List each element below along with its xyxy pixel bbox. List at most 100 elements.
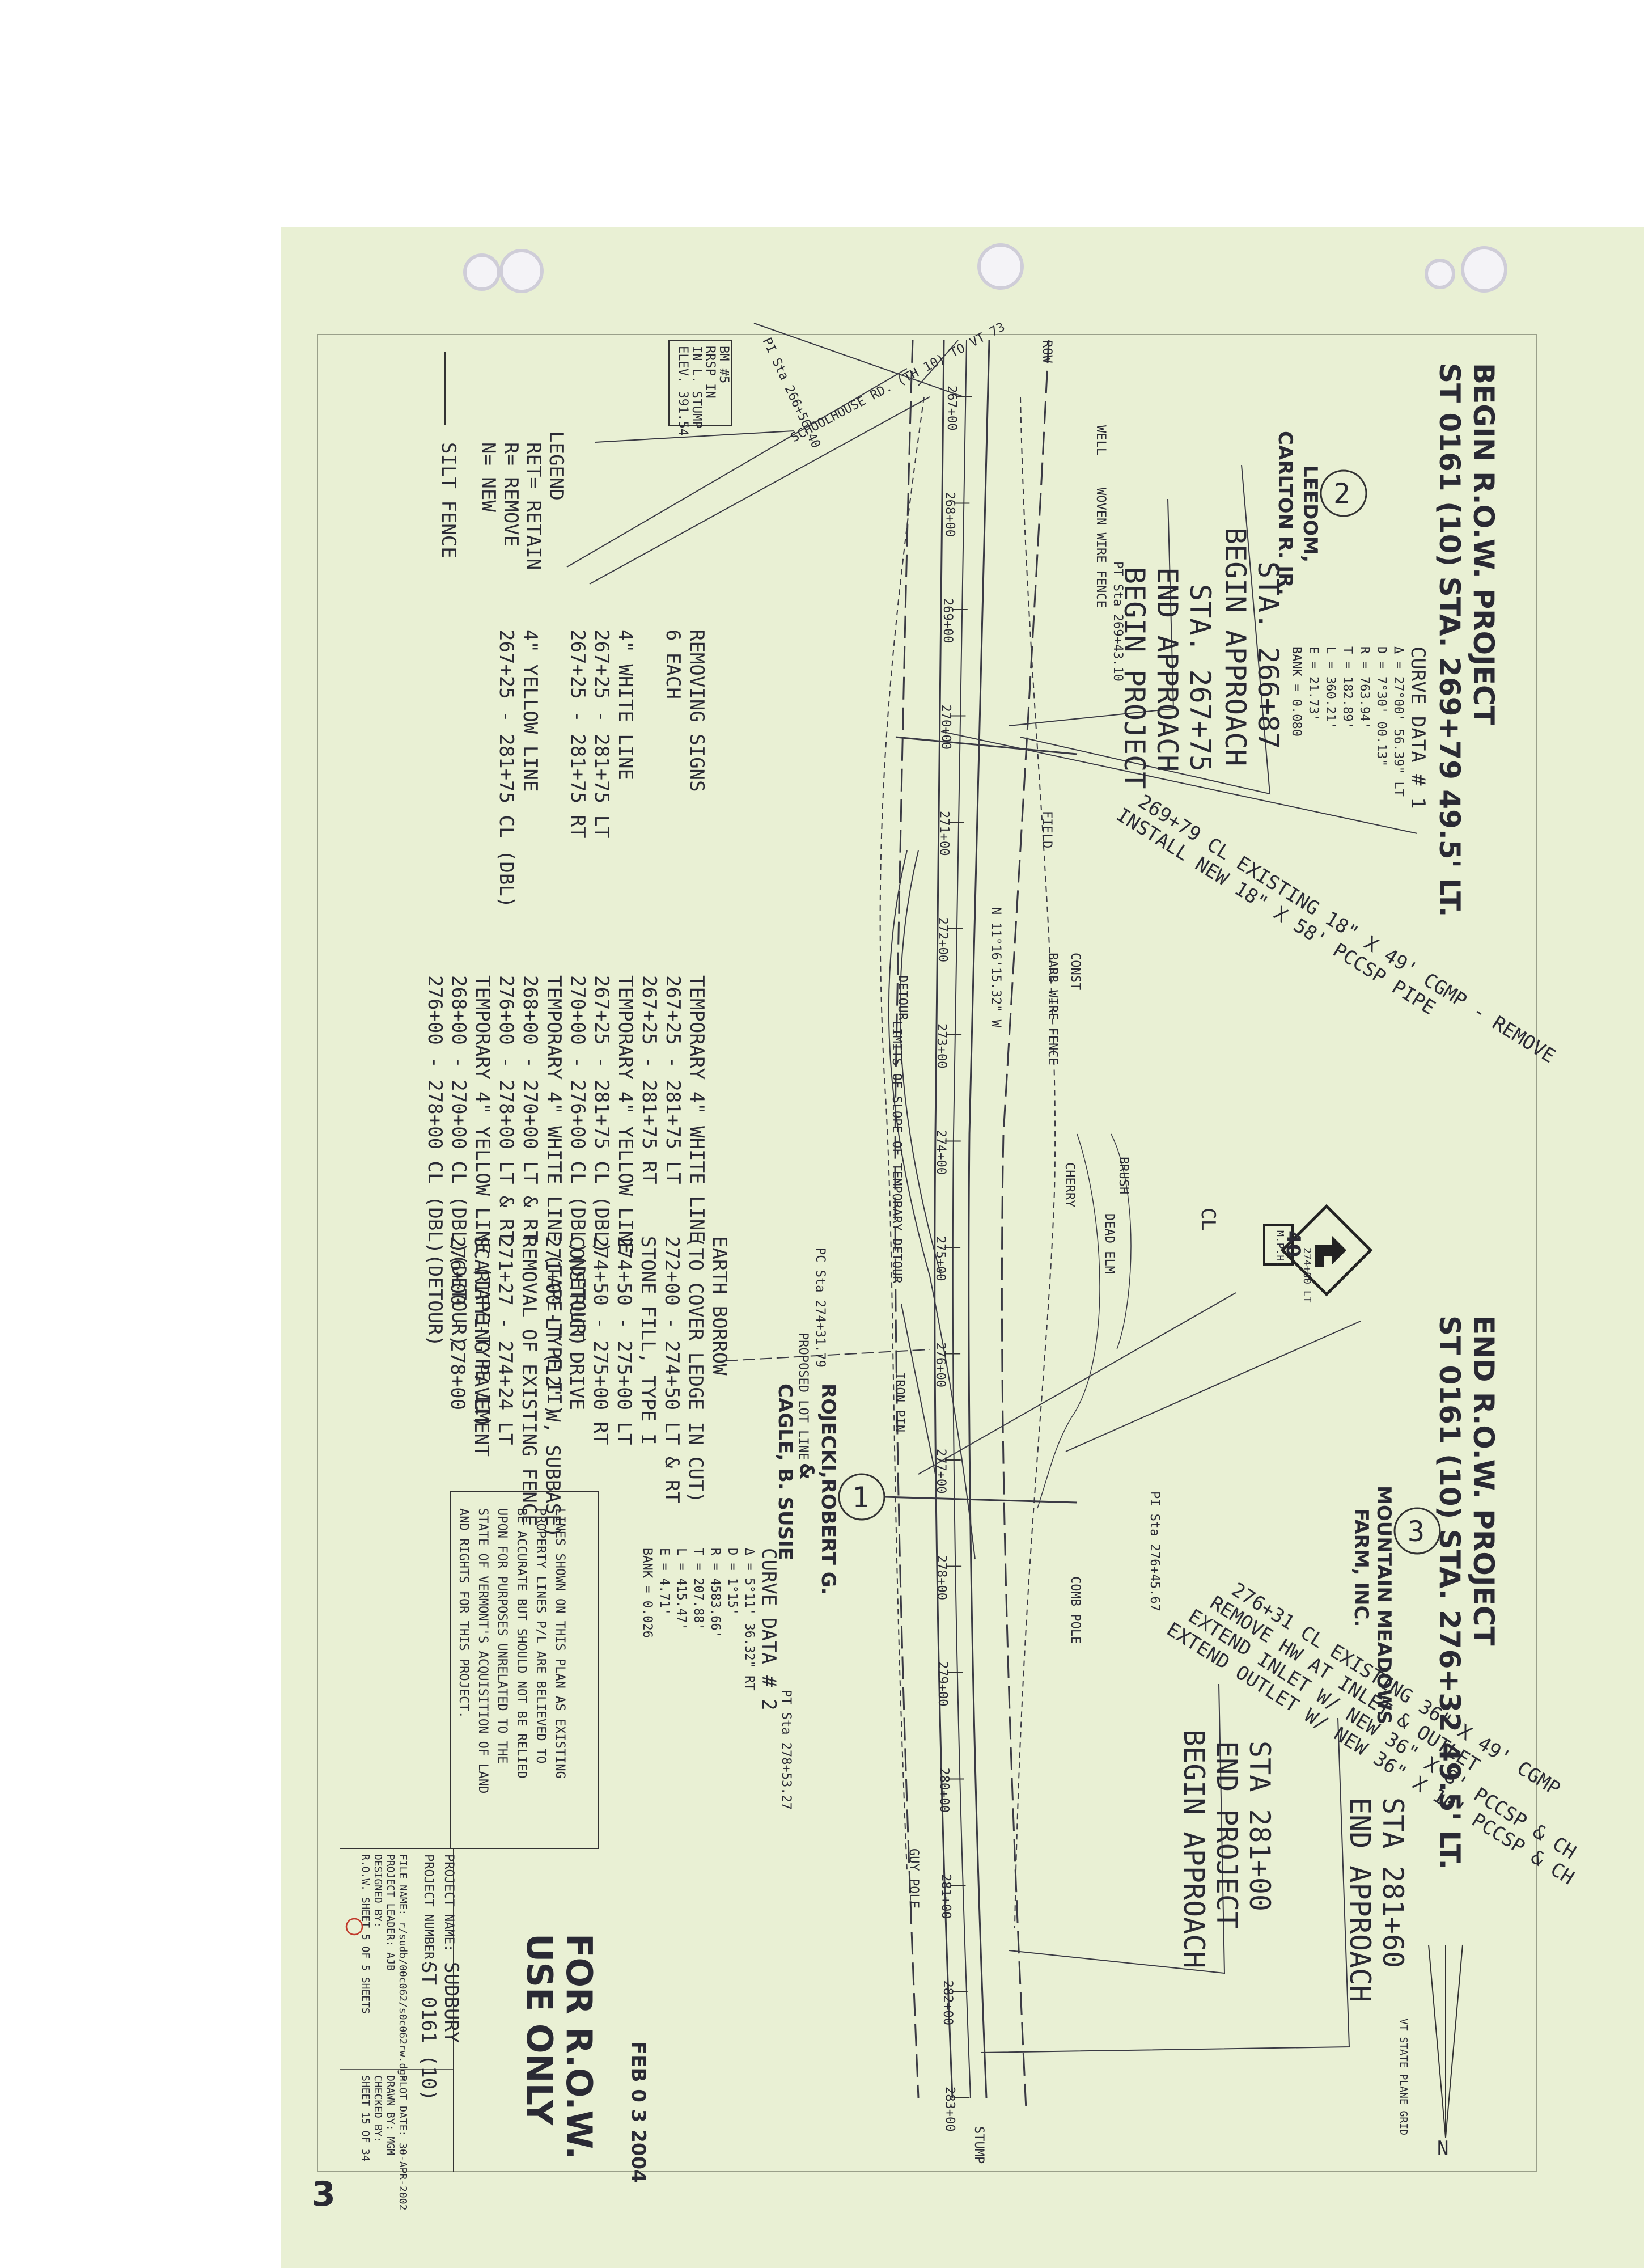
curve-1-line-3: T = 182.89' (1340, 646, 1354, 729)
station-tick-label: 277+00 (934, 1449, 948, 1493)
legend-silt-fence: SILT FENCE (437, 442, 460, 558)
end-row-title: END R.O.W. PROJECT (1467, 1315, 1500, 1645)
note-box (450, 1491, 599, 1849)
qty-col3-line-11: 276+00 - 278+00 (446, 1236, 469, 1410)
date-stamp: FEB 0 3 2004 (627, 2041, 650, 2183)
field-label: FIELD (1040, 811, 1054, 848)
station-tick-label: 280+00 (937, 1768, 951, 1813)
bm-line-3: IN L. STUMP (689, 346, 704, 429)
legend-new: N= NEW (477, 442, 499, 512)
end-row-station: ST 0161 (10) STA. 276+32 49.5' LT. (1433, 1315, 1466, 1869)
qty-col3-line-2: 272+00 - 274+50 LT & RT (660, 1236, 683, 1503)
sta-267-75: STA. 267+75 (1184, 584, 1217, 772)
qty-col1-line-3: 4" WHITE LINE (614, 629, 637, 780)
station-callout-begin-approach: STA. 266+87 BEGIN APPROACH (1219, 527, 1285, 766)
sta-281-00: STA 281+00 (1243, 1741, 1276, 1911)
north-letter: N (1437, 2137, 1448, 2160)
date-stamp-text: FEB 0 3 2004 (627, 2041, 650, 2183)
qty-col2-line-2: 267+25 - 281+75 RT (638, 975, 660, 1184)
const-label: CONST (1068, 953, 1082, 990)
curve-data-1-heading: CURVE DATA # 1 (1406, 646, 1429, 809)
file-name: FILE NAME: r/sudb/00c062/s0c062rw.dgn (397, 1854, 409, 2081)
woven-wire-fence-label: WOVEN WIRE FENCE (1094, 488, 1108, 608)
qty-col3-line-8: REMOVAL OF EXISTING FENCE (518, 1236, 540, 1526)
owner-1-number: 1 (852, 1481, 869, 1514)
benchmark: BM #5 RRSP IN IN L. STUMP ELEV. 391.54 (668, 340, 732, 436)
station-tick-label: 279+00 (935, 1661, 950, 1706)
punch-holes (463, 243, 1507, 293)
stump-label: STUMP (972, 2126, 986, 2164)
legend-retain: RET= RETAIN (522, 442, 545, 570)
note-line-0: LINES SHOWN ON THIS PLAN AS EXISTING (553, 1508, 567, 1779)
cherry-label: CHERRY (1062, 1162, 1077, 1207)
culvert-1-line-2: INSTALL NEW 18" X 58' PCCSP PIPE (1112, 803, 1439, 1019)
qty-col2-line-11: 276+00 - 278+00 CL (DBL)(DETOUR) (423, 975, 446, 1347)
guy-pole-label: GUY POLE (906, 1848, 921, 1909)
bm-line-1: BM #5 (717, 346, 731, 383)
owner-3-name-2: FARM, INC. (1350, 1508, 1372, 1627)
drawn-by: DRAWN BY: MGM (384, 2075, 396, 2155)
sign-unit: M.P.H. (1274, 1230, 1286, 1267)
curve-data-2: CURVE DATA # 2 Δ = 5°11' 36.32" RTD = 1°… (640, 1548, 780, 1711)
qty-col3-line-5: 274+50 - 275+00 RT (589, 1236, 612, 1445)
bearing-label: N 11°16'15.32" W (989, 907, 1003, 1028)
bm-line-2: RRSP IN (703, 346, 717, 399)
dead-elm-label: DEAD ELM (1102, 1213, 1116, 1273)
curve-2-line-2: R = 4583.66' (708, 1548, 722, 1638)
owner-3-name: MOUNTAIN MEADOWS (1372, 1486, 1395, 1724)
owner-2-name: LEEDOM, (1299, 465, 1321, 562)
curve-2-line-6: BANK = 0.026 (640, 1548, 654, 1638)
north-arrow: VT STATE PLANE GRID N (1397, 1944, 1463, 2160)
culvert-note-1: 269+79 CL EXISTING 18" X 49' CGMP - REMO… (1112, 790, 1559, 1068)
title-block: PROJECT NAME: SUDBURY PROJECT NUMBER: ST… (340, 1848, 463, 2210)
station-tick-label: 273+00 (934, 1023, 948, 1068)
qty-col2-line-7: 268+00 - 270+00 LT & RT (519, 975, 541, 1242)
note-line-5: AND RIGHTS FOR THIS PROJECT. (456, 1508, 471, 1719)
quantities-column-3: EARTH BORROW(TO COVER LEDGE IN CUT)272+0… (446, 1236, 731, 1538)
schoolhouse-road-label: SCHOOLHOUSE RD. (TH 10) TO VT 73 (789, 320, 1007, 445)
owner-1: 1 ROJECKI,ROBERT G. & CAGLE, B. SUSIE (774, 1383, 885, 1595)
station-callout-end-approach: STA 281+60 END APPROACH (1344, 1797, 1409, 2002)
qty-col3-line-10: SCARIFYING PAVEMENT (470, 1236, 493, 1457)
qty-col1-line-4: 267+25 - 281+75 LT (590, 629, 613, 838)
sta-281-60: STA 281+60 (1376, 1797, 1409, 1968)
pi-label-5: PT Sta 269+43.10 (1111, 561, 1125, 682)
end-approach-label: END APPROACH (1151, 567, 1184, 772)
slope-limits-label: LIMITS OF SLOPE OF TEMPORARY DETOUR (889, 1021, 904, 1284)
station-callout-begin-project: STA. 267+75 END APPROACH BEGIN PROJECT (1118, 567, 1217, 789)
pi-label-4: PT Sta 278+53.27 (779, 1690, 793, 1810)
qty-col2-line-9: TEMPORARY 4" YELLOW LINE (TAPE-TYPE II) (471, 975, 494, 1428)
begin-approach-label: BEGIN APPROACH (1219, 527, 1252, 766)
brush-label: BRUSH (1116, 1157, 1130, 1194)
begin-project-label: BEGIN PROJECT (1118, 567, 1151, 789)
project-name-label: PROJECT NAME: (442, 1854, 456, 1952)
legend-remove: R= REMOVE (499, 442, 522, 547)
barb-wire-fence-label: BARB WIRE FENCE (1045, 953, 1060, 1065)
row-use-stamp: FOR R.O.W. USE ONLY (519, 1933, 600, 2160)
row-label: ROW (1040, 340, 1054, 363)
bm-line-4: ELEV. 391.54 (676, 346, 690, 436)
curve-2-line-5: E = 4.71' (657, 1548, 671, 1615)
274-lt-label: 274+00 LT (1301, 1247, 1313, 1303)
qty-col3-line-4: 274+50 - 275+00 LT (613, 1236, 635, 1445)
qty-col2-line-6: TEMPORARY 4" WHITE LINE (TAPE-TYPE II) (543, 975, 565, 1416)
checked-by: CHECKED BY: (372, 2075, 384, 2143)
curve-1-line-5: E = 21.73' (1306, 646, 1320, 721)
roadway-alignment: 267+00268+00269+00270+00271+00272+00273+… (566, 323, 1418, 2131)
curve-data-2-heading: CURVE DATA # 2 (757, 1548, 780, 1711)
qty-col3-line-7: 271+00 LT (12' W, SUBBASE) (541, 1236, 564, 1538)
detour-label: DETOUR (895, 975, 909, 1021)
advisory-speed-sign: 40 M.P.H. (1263, 1204, 1373, 1297)
row-sheet: R.O.W. SHEET 5 OF 5 SHEETS (359, 1854, 371, 2014)
curve-1-line-1: D = 7°30' 00.13" (1374, 646, 1388, 767)
property-line-note: LINES SHOWN ON THIS PLAN AS EXISTINGPROP… (456, 1508, 567, 1793)
qty-col3-line-1: (TO COVER LEDGE IN CUT) (684, 1236, 707, 1503)
curve-data-1: CURVE DATA # 1 Δ = 27°00' 56.39" LTD = 7… (1289, 646, 1429, 809)
qty-col3-line-6: CONSTRUCT DRIVE (565, 1236, 588, 1410)
qty-col1-line-0: REMOVING SIGNS (685, 629, 708, 792)
cl-label: CL (1197, 1208, 1219, 1231)
station-tick-label: 270+00 (938, 705, 952, 750)
station-tick-label: 271+00 (937, 811, 951, 856)
